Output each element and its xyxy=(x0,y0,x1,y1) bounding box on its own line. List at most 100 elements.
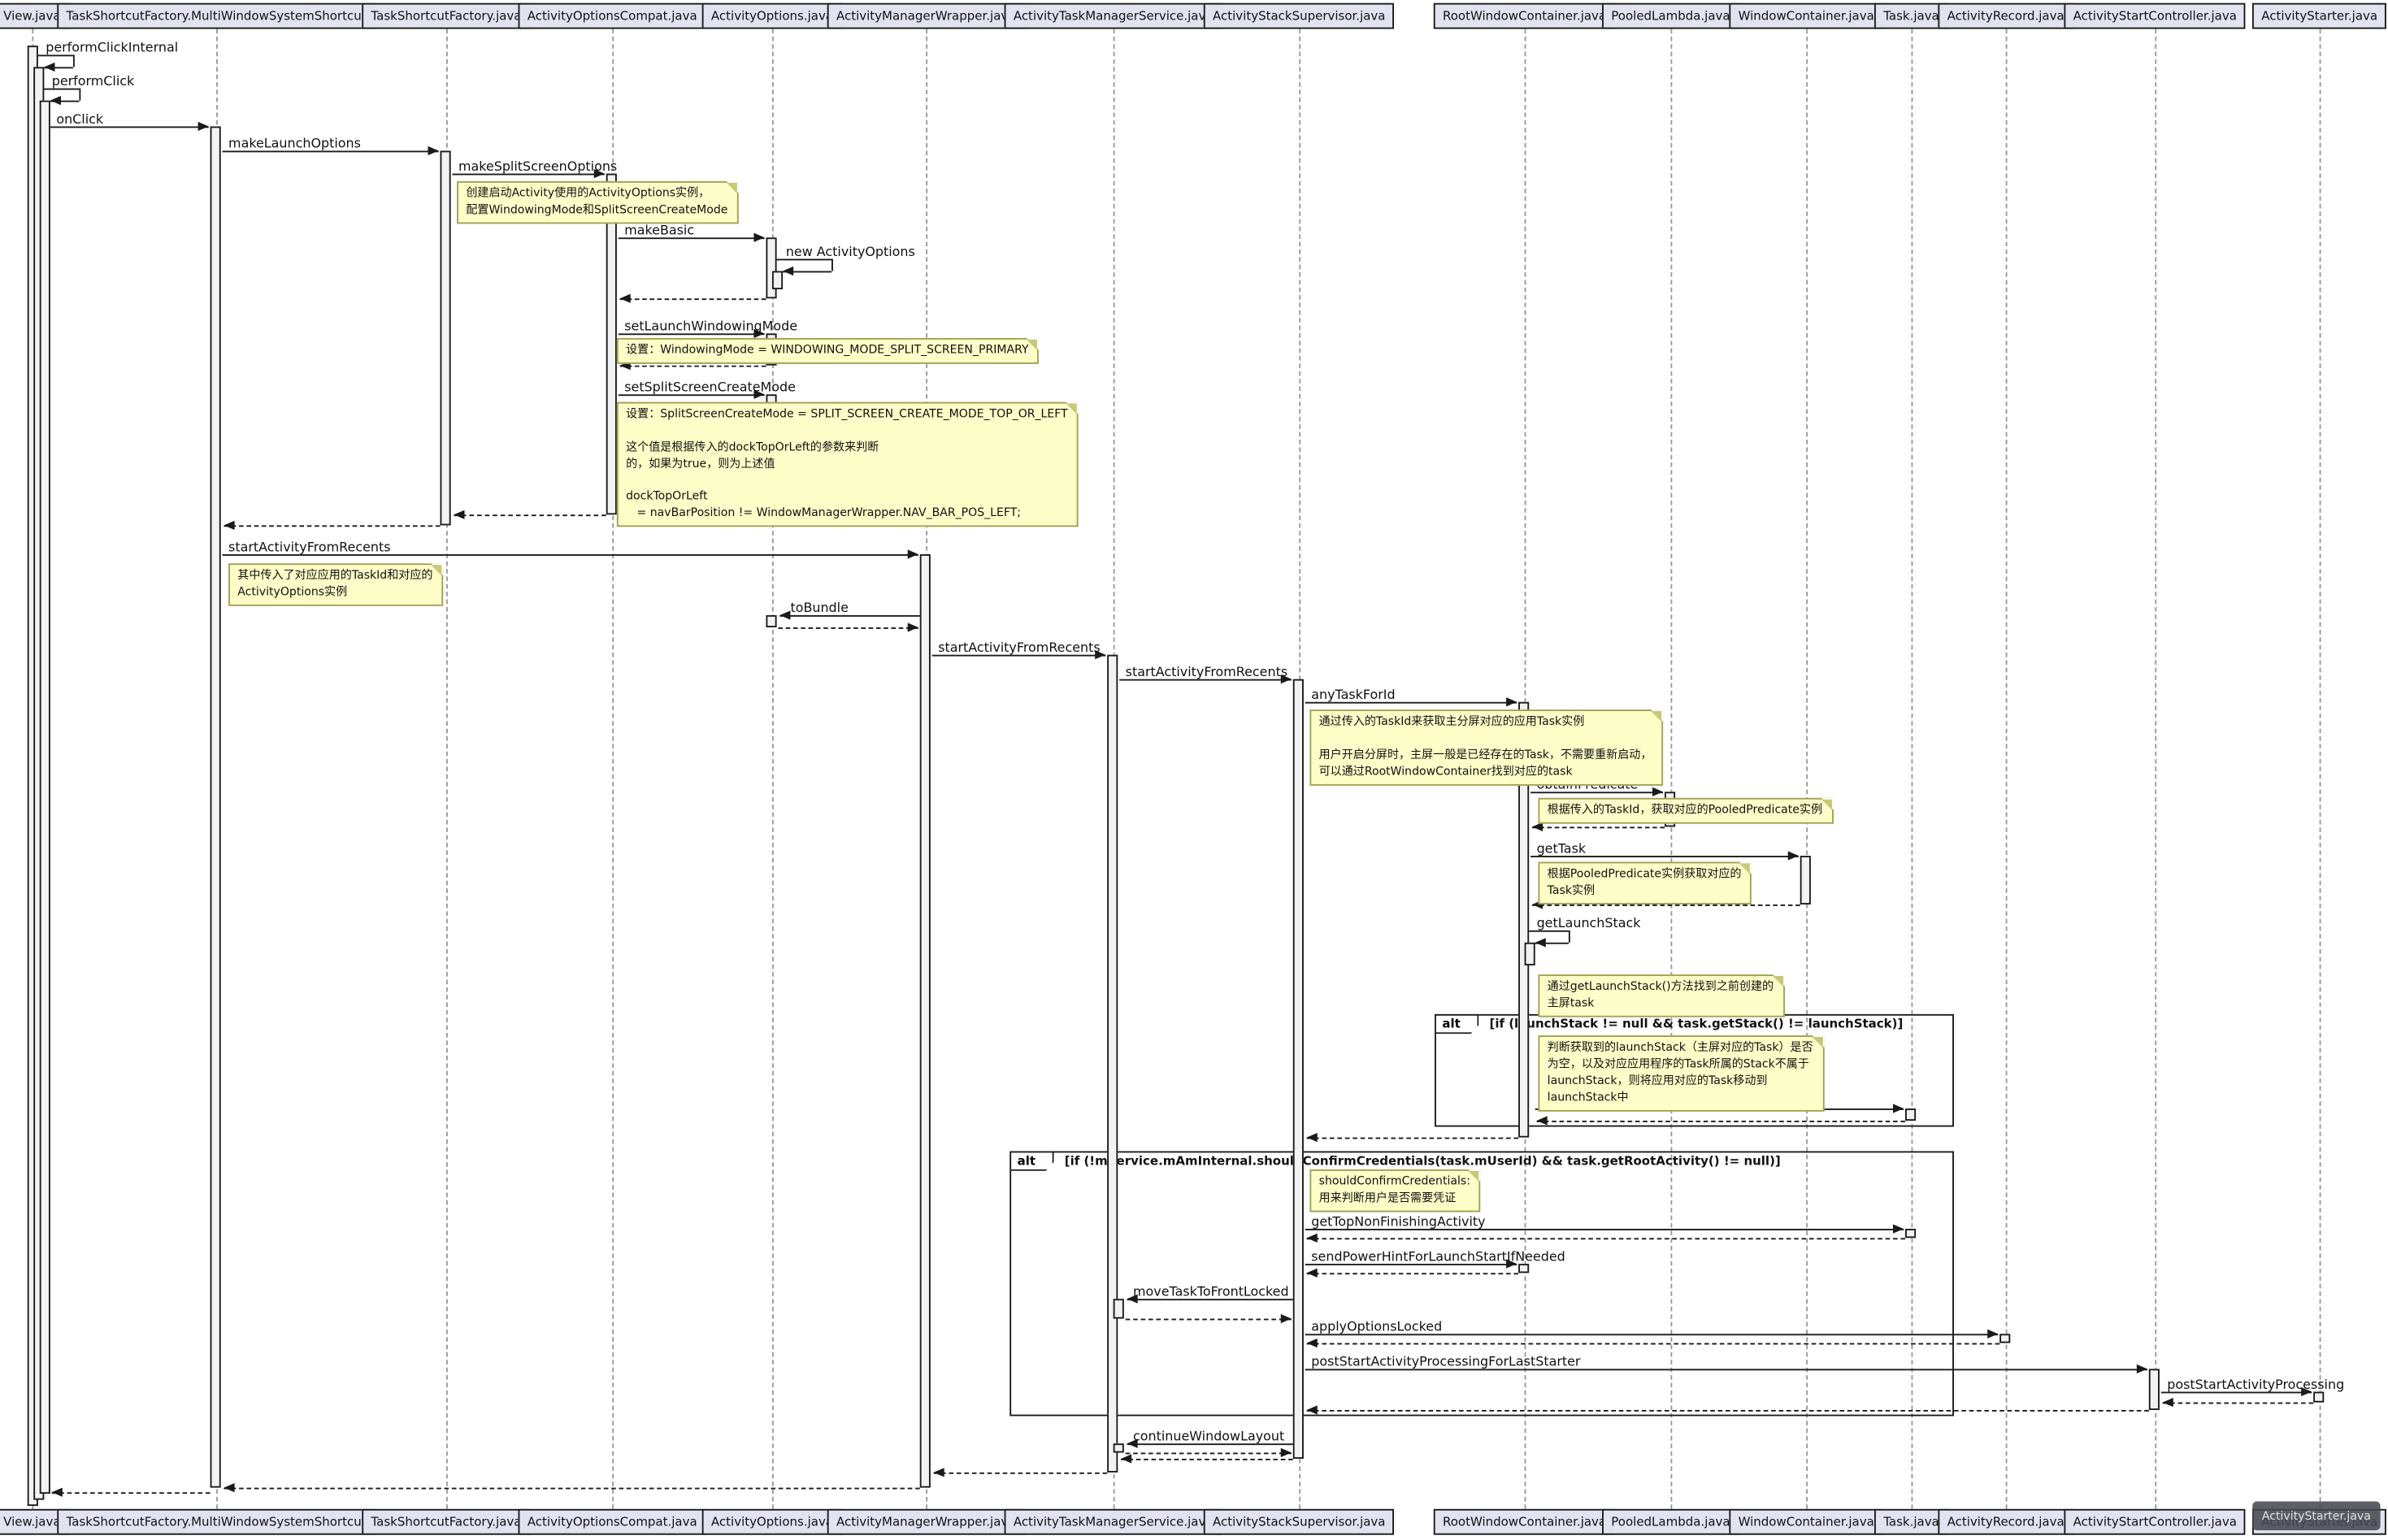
message-line xyxy=(452,173,605,176)
arrowhead-icon xyxy=(907,549,918,558)
message-line xyxy=(778,627,918,629)
message-label: onClick xyxy=(56,112,104,128)
note: 设置：SplitScreenCreateMode = SPLIT_SCREEN_… xyxy=(616,401,1079,527)
message-line xyxy=(1530,856,1799,857)
message-line xyxy=(50,126,209,128)
note: 通过传入的TaskId来获取主分屏对应的应用Task实例 用户开启分屏时，主屏一… xyxy=(1309,709,1663,785)
message-label: getTask xyxy=(1536,842,1587,857)
activation-bar xyxy=(1292,679,1304,1460)
participant-box: ActivityManagerWrapper.java xyxy=(827,2,1025,29)
note: 通过getLaunchStack()方法找到之前创建的 主屏task xyxy=(1538,974,1785,1017)
arrowhead-icon xyxy=(1095,649,1106,659)
note: 创建启动Activity使用的ActivityOptions实例， 配置Wind… xyxy=(457,180,739,223)
activation-bar xyxy=(1518,1264,1530,1273)
arrowhead-icon xyxy=(50,95,61,105)
message-line xyxy=(1305,1229,1904,1230)
arrowhead-icon xyxy=(2301,1386,2312,1396)
activation-bar xyxy=(1524,942,1535,965)
watermark-overlay: ActivityStarter.java xyxy=(2252,1501,2381,1531)
arrowhead-icon xyxy=(753,232,765,241)
participant-box: ActivityStarter.java xyxy=(2251,2,2387,29)
message-label: postStartActivityProcessing xyxy=(2167,1377,2345,1394)
arrowhead-icon xyxy=(619,293,631,302)
arrowhead-icon xyxy=(1987,1328,1999,1338)
lifeline xyxy=(1806,28,1808,1509)
activation-bar xyxy=(919,554,931,1488)
activation-bar xyxy=(440,150,451,526)
arrowhead-icon xyxy=(428,145,439,155)
participant-box: ActivityOptions.java xyxy=(701,2,843,29)
message-line xyxy=(1305,1264,1517,1266)
lifeline xyxy=(445,28,448,1509)
activation-bar xyxy=(1113,1299,1124,1319)
lifeline xyxy=(2319,28,2321,1509)
arrowhead-icon xyxy=(1280,1313,1292,1323)
message-line xyxy=(618,394,765,397)
arrowhead-icon xyxy=(1531,899,1544,909)
lifeline xyxy=(1911,28,1913,1509)
activation-bar xyxy=(766,614,777,627)
participant-box: ActivityStartController.java xyxy=(2064,2,2247,29)
lifeline xyxy=(612,28,614,1509)
participant-box: TaskShortcutFactory.java xyxy=(362,2,531,29)
arrowhead-icon xyxy=(1306,1404,1318,1414)
arrowhead-icon xyxy=(51,1486,63,1496)
message-line xyxy=(72,54,75,67)
message-line xyxy=(1530,792,1664,794)
note: 根据传入的TaskId，获取对应的PooledPredicate实例 xyxy=(1538,797,1834,824)
participant-box: ActivityRecord.java xyxy=(1938,1508,2073,1535)
arrowhead-icon xyxy=(753,388,765,398)
arrowhead-icon xyxy=(933,1467,944,1477)
message-label: makeLaunchOptions xyxy=(228,137,361,153)
note: 判断获取到的launchStack（主屏对应的Task）是否 为空，以及对应应用… xyxy=(1538,1035,1824,1111)
message-label: moveTaskToFrontLocked xyxy=(1133,1285,1289,1301)
message-line xyxy=(2162,1402,2314,1404)
message-label: anyTaskForId xyxy=(1311,688,1396,704)
arrowhead-icon xyxy=(1535,937,1546,947)
activation-bar xyxy=(1113,1443,1124,1453)
message-line xyxy=(783,271,832,273)
message-line xyxy=(1121,1459,1293,1460)
activation-bar xyxy=(1999,1334,2011,1343)
message-line xyxy=(79,88,81,101)
lifeline xyxy=(771,28,774,1509)
activation-bar xyxy=(1904,1108,1917,1121)
arrowhead-icon xyxy=(1306,1132,1318,1142)
arrowhead-icon xyxy=(224,1482,235,1492)
participant-box: WindowContainer.java xyxy=(1729,2,1884,29)
message-label: new ActivityOptions xyxy=(785,245,915,261)
participant-box: ActivityRecord.java xyxy=(1938,2,2073,29)
message-label: continueWindowLayout xyxy=(1133,1429,1285,1446)
message-label: postStartActivityProcessingForLastStarte… xyxy=(1311,1355,1581,1371)
lifeline xyxy=(1670,28,1673,1509)
arrowhead-icon xyxy=(907,622,918,631)
message-line xyxy=(37,54,73,57)
message-label: performClickInternal xyxy=(46,41,179,57)
message-line xyxy=(1535,942,1569,944)
activation-bar xyxy=(2313,1391,2325,1403)
alt-frame-condition: [if (!mService.mAmInternal.shouldConfirm… xyxy=(1064,1154,1781,1169)
message-line xyxy=(1119,679,1292,681)
participant-box: PooledLambda.java xyxy=(1602,1508,1739,1535)
message-label: performClick xyxy=(51,74,135,90)
lifeline xyxy=(2005,28,2008,1509)
message-label: startActivityFromRecents xyxy=(228,540,391,556)
message-line xyxy=(1306,1137,1519,1139)
arrowhead-icon xyxy=(1127,1438,1138,1447)
arrowhead-icon xyxy=(1127,1293,1138,1303)
message-label: toBundle xyxy=(790,601,849,617)
participant-box: ActivityOptions.java xyxy=(701,1508,843,1535)
alt-frame-label: alt xyxy=(1009,1151,1054,1171)
message-line xyxy=(779,614,920,617)
message-line xyxy=(1536,1121,1905,1122)
participant-box: RootWindowContainer.java xyxy=(1433,2,1616,29)
message-line xyxy=(1306,1238,1905,1240)
arrowhead-icon xyxy=(593,168,605,178)
message-line xyxy=(776,258,832,261)
message-line xyxy=(619,365,766,367)
activation-bar xyxy=(39,100,50,1494)
message-line xyxy=(454,514,606,517)
message-label: getTopNonFinishingActivity xyxy=(1311,1215,1486,1230)
